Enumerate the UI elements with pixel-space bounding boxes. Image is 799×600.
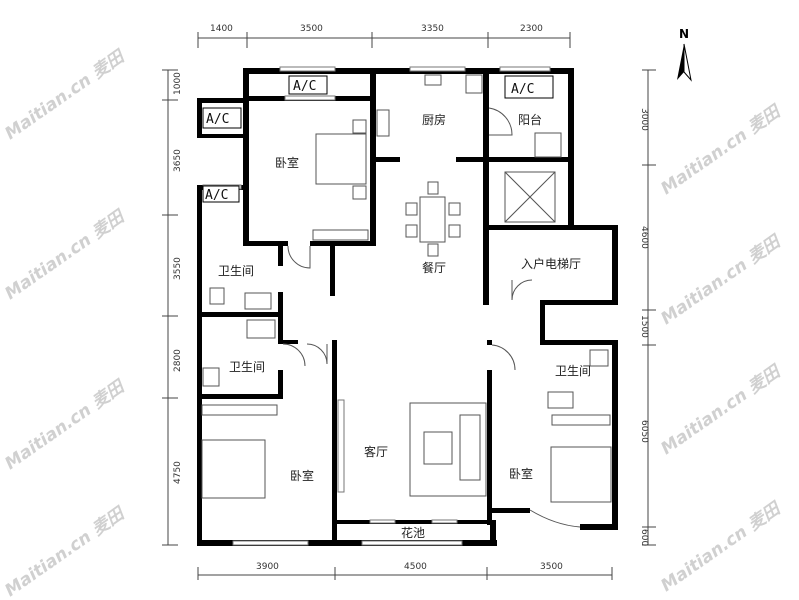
room-labels: 卧室 厨房 阳台 餐厅 入户电梯厅 卫生间 卫生间 卫生间 客厅 卧室 卧室 花… xyxy=(218,112,591,540)
room-bedroom-right: 卧室 xyxy=(509,466,533,481)
dim-top-2: 3500 xyxy=(300,24,323,34)
dimension-labels: 1400 3500 3350 2300 1000 3650 3550 2800 … xyxy=(173,24,649,572)
toilet-icon xyxy=(589,349,609,367)
wardrobe-icon xyxy=(201,404,278,416)
watermarks: Maitian.cn 麦田 Maitian.cn 麦田 Maitian.cn 麦… xyxy=(1,46,786,600)
bed-icon xyxy=(315,133,367,185)
room-bathroom: 卫生间 xyxy=(229,360,265,374)
room-bathroom: 卫生间 xyxy=(218,264,254,278)
dim-top-3: 3350 xyxy=(421,24,444,34)
wardrobe-icon xyxy=(551,414,611,426)
dim-right-2: 4600 xyxy=(639,226,649,249)
ac-label: A/C xyxy=(511,82,534,97)
dim-left-2: 3650 xyxy=(173,149,183,172)
ac-units: A/C A/C A/C A/C xyxy=(202,75,554,203)
doors xyxy=(282,107,533,371)
room-living: 客厅 xyxy=(364,444,388,459)
watermark: Maitian.cn 麦田 xyxy=(657,498,786,597)
coffee-table-icon xyxy=(423,431,453,465)
watermark: Maitian.cn 麦田 xyxy=(657,101,786,200)
dim-right-1: 3000 xyxy=(639,108,649,131)
dim-left-5: 4750 xyxy=(173,461,183,484)
room-balcony: 阳台 xyxy=(518,112,542,127)
dimension-lines xyxy=(162,32,656,580)
watermark: Maitian.cn 麦田 xyxy=(1,206,130,305)
room-elevator-hall: 入户电梯厅 xyxy=(521,256,581,271)
ac-label: A/C xyxy=(206,112,229,127)
dim-left-4: 2800 xyxy=(173,349,183,372)
stove-icon xyxy=(376,109,390,137)
room-dining: 餐厅 xyxy=(422,260,446,275)
sofa-set-icon xyxy=(409,402,487,497)
watermark: Maitian.cn 麦田 xyxy=(657,231,786,330)
furniture xyxy=(201,74,612,503)
room-planter: 花池 xyxy=(401,525,425,540)
dim-right-4: 6050 xyxy=(639,420,649,443)
compass-label: N xyxy=(679,27,689,41)
nightstand-icon xyxy=(352,119,367,134)
sink-icon xyxy=(424,74,442,86)
dim-top-1: 1400 xyxy=(210,24,233,34)
dim-bottom-1: 3900 xyxy=(256,562,279,572)
dim-top-4: 2300 xyxy=(520,24,543,34)
watermark: Maitian.cn 麦田 xyxy=(1,46,130,145)
elevator-icon xyxy=(504,171,556,223)
walls xyxy=(197,68,618,546)
dim-left-3: 3550 xyxy=(173,257,183,280)
room-bedroom-left: 卧室 xyxy=(290,468,314,483)
dim-right-3: 1500 xyxy=(639,315,649,338)
fridge-icon xyxy=(465,74,483,94)
dim-bottom-2: 4500 xyxy=(404,562,427,572)
bed-icon xyxy=(201,439,266,499)
basin-icon xyxy=(244,292,272,310)
room-bedroom-top: 卧室 xyxy=(275,155,299,170)
dim-right-5: 600 xyxy=(639,529,649,546)
toilet-icon xyxy=(209,287,225,305)
dining-table-icon xyxy=(419,196,446,243)
room-kitchen: 厨房 xyxy=(422,112,446,127)
dim-bottom-3: 3500 xyxy=(540,562,563,572)
room-bathroom: 卫生间 xyxy=(555,364,591,378)
dim-left-1: 1000 xyxy=(173,72,183,95)
basin-icon xyxy=(246,319,276,339)
watermark: Maitian.cn 麦田 xyxy=(1,503,130,600)
watermark: Maitian.cn 麦田 xyxy=(657,361,786,460)
ac-label: A/C xyxy=(293,79,316,94)
ac-label: A/C xyxy=(205,188,228,203)
washer-icon xyxy=(534,132,562,158)
north-arrow-icon: N xyxy=(677,27,692,82)
wardrobe-icon xyxy=(312,229,369,241)
toilet-icon xyxy=(202,367,220,387)
watermark: Maitian.cn 麦田 xyxy=(1,376,130,475)
basin-icon xyxy=(547,391,574,409)
bed-icon xyxy=(550,446,612,503)
